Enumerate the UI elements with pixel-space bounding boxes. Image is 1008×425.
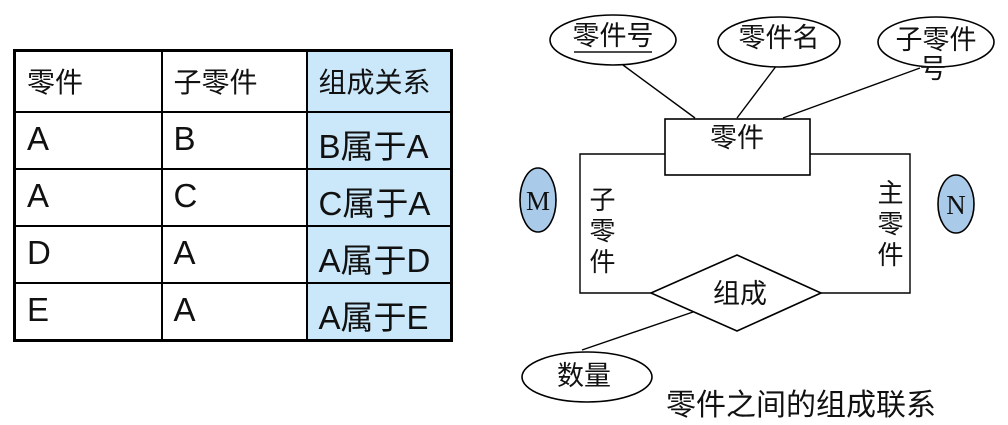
cardinality-label-m: M xyxy=(526,186,550,216)
table-cell: B属于A xyxy=(305,111,453,170)
attribute-label-sub-part-no-line1: 子零件 xyxy=(896,25,977,55)
diagram-caption: 零件之间的组成联系 xyxy=(666,389,936,422)
parts-table: 零件 子零件 组成关系 A B B属于A A C C属于A D A A属于D E… xyxy=(13,49,453,342)
relationship-frame-line xyxy=(579,153,911,294)
table-cell: E xyxy=(13,282,163,342)
header-composition: 组成关系 xyxy=(305,49,453,113)
table-cell: A xyxy=(13,168,163,227)
attribute-ellipse-part-name xyxy=(717,16,841,68)
cardinality-label-n: N xyxy=(946,190,966,220)
attribute-label-sub-part-no-line2: 号 xyxy=(920,54,947,84)
table-row: E A A属于E xyxy=(13,282,453,342)
connector-relationship-quantity xyxy=(581,311,694,351)
entity-rect xyxy=(664,118,811,176)
entity-label: 零件 xyxy=(710,123,764,153)
connector-part-name-entity xyxy=(736,64,778,119)
er-diagram: 零件号 零件名 子零件 号 零件 组成 数量 M N 子零件 主零件 xyxy=(504,0,1008,425)
table-cell: A xyxy=(160,282,308,342)
relationship-diamond xyxy=(649,254,823,332)
table-cell: A属于D xyxy=(305,225,453,284)
connector-part-no-entity xyxy=(622,64,696,119)
cardinality-ellipse-m xyxy=(519,167,557,233)
table-cell: C属于A xyxy=(305,168,453,227)
table-cell: A xyxy=(13,111,163,170)
attribute-label-part-name: 零件名 xyxy=(739,23,820,53)
table-row: A B B属于A xyxy=(13,111,453,170)
role-label-main-part: 主零件 xyxy=(874,179,903,272)
er-diagram-canvas: 零件号 零件名 子零件 号 零件 组成 数量 M N xyxy=(519,14,995,403)
relationship-label: 组成 xyxy=(713,279,767,309)
header-part: 零件 xyxy=(13,49,163,113)
table-row: D A A属于D xyxy=(13,225,453,284)
attribute-ellipse-quantity xyxy=(521,351,653,403)
attribute-label-quantity: 数量 xyxy=(557,361,611,391)
table-cell: D xyxy=(13,225,163,284)
table-cell: B xyxy=(160,111,308,170)
table-cell: C xyxy=(160,168,308,227)
table-cell: A xyxy=(160,225,308,284)
role-label-sub-part: 子零件 xyxy=(586,186,615,279)
table-header-row: 零件 子零件 组成关系 xyxy=(13,49,453,113)
header-sub-part: 子零件 xyxy=(160,49,308,113)
attribute-ellipse-sub-part-no xyxy=(877,16,995,68)
connector-sub-part-no-entity xyxy=(782,67,921,119)
attribute-label-part-no: 零件号 xyxy=(573,21,654,51)
table-cell: A属于E xyxy=(305,282,453,342)
cardinality-ellipse-n xyxy=(937,174,975,234)
table-row: A C C属于A xyxy=(13,168,453,227)
